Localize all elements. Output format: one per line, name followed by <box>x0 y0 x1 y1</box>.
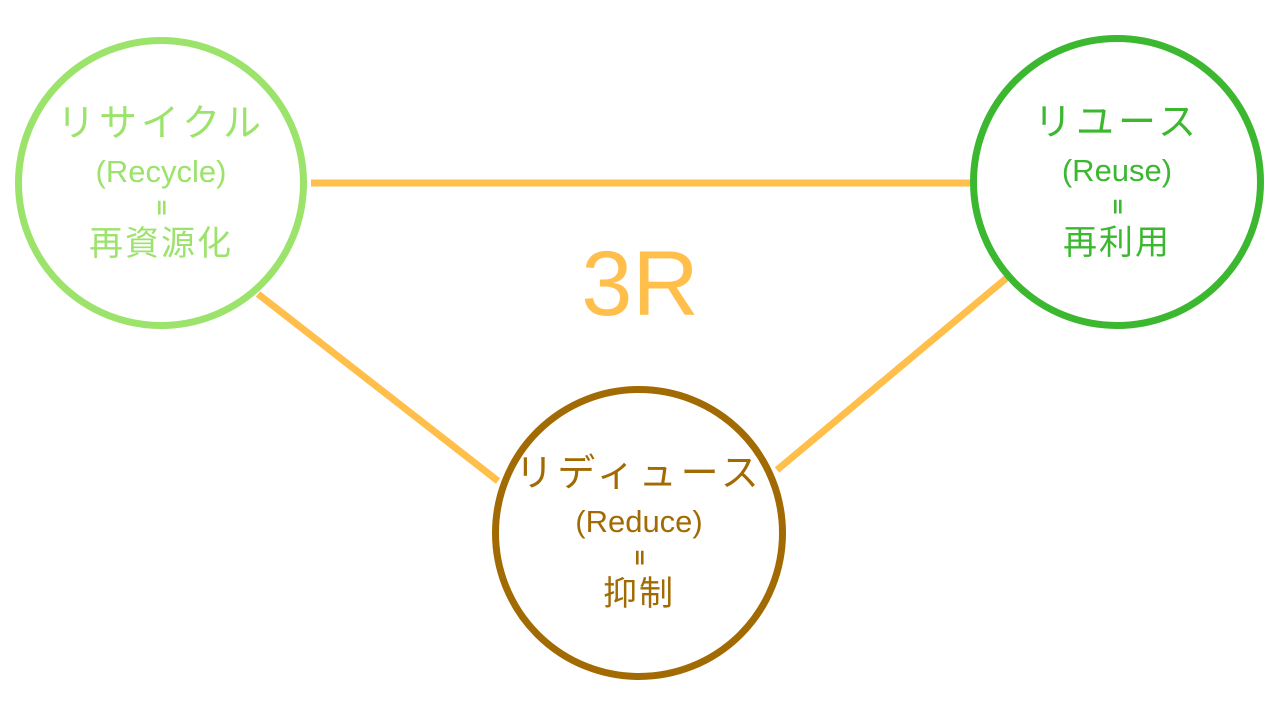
recycle-english: (Recycle) <box>95 153 227 189</box>
recycle-meaning: 再資源化 <box>89 223 233 264</box>
reduce-meaning: 抑制 <box>603 573 675 614</box>
reduce-equals-sign: = <box>626 548 652 568</box>
connector-reuse-reduce <box>774 273 1012 473</box>
connector-recycle-reduce <box>255 291 501 484</box>
reduce-english: (Reduce) <box>575 503 703 539</box>
diagram-title: 3R <box>581 233 699 335</box>
reuse-circle: リユース (Reuse) = 再利用 <box>970 35 1264 329</box>
recycle-equals-sign: = <box>148 198 174 218</box>
reuse-meaning: 再利用 <box>1063 222 1171 263</box>
recycle-katakana: リサイクル <box>56 101 266 146</box>
reduce-circle: リディュース (Reduce) = 抑制 <box>492 386 786 680</box>
reduce-katakana: リディュース <box>515 451 763 496</box>
recycle-circle: リサイクル (Recycle) = 再資源化 <box>15 37 307 329</box>
reuse-equals-sign: = <box>1104 197 1130 217</box>
reuse-english: (Reuse) <box>1061 152 1173 188</box>
reuse-katakana: リユース <box>1033 100 1201 145</box>
